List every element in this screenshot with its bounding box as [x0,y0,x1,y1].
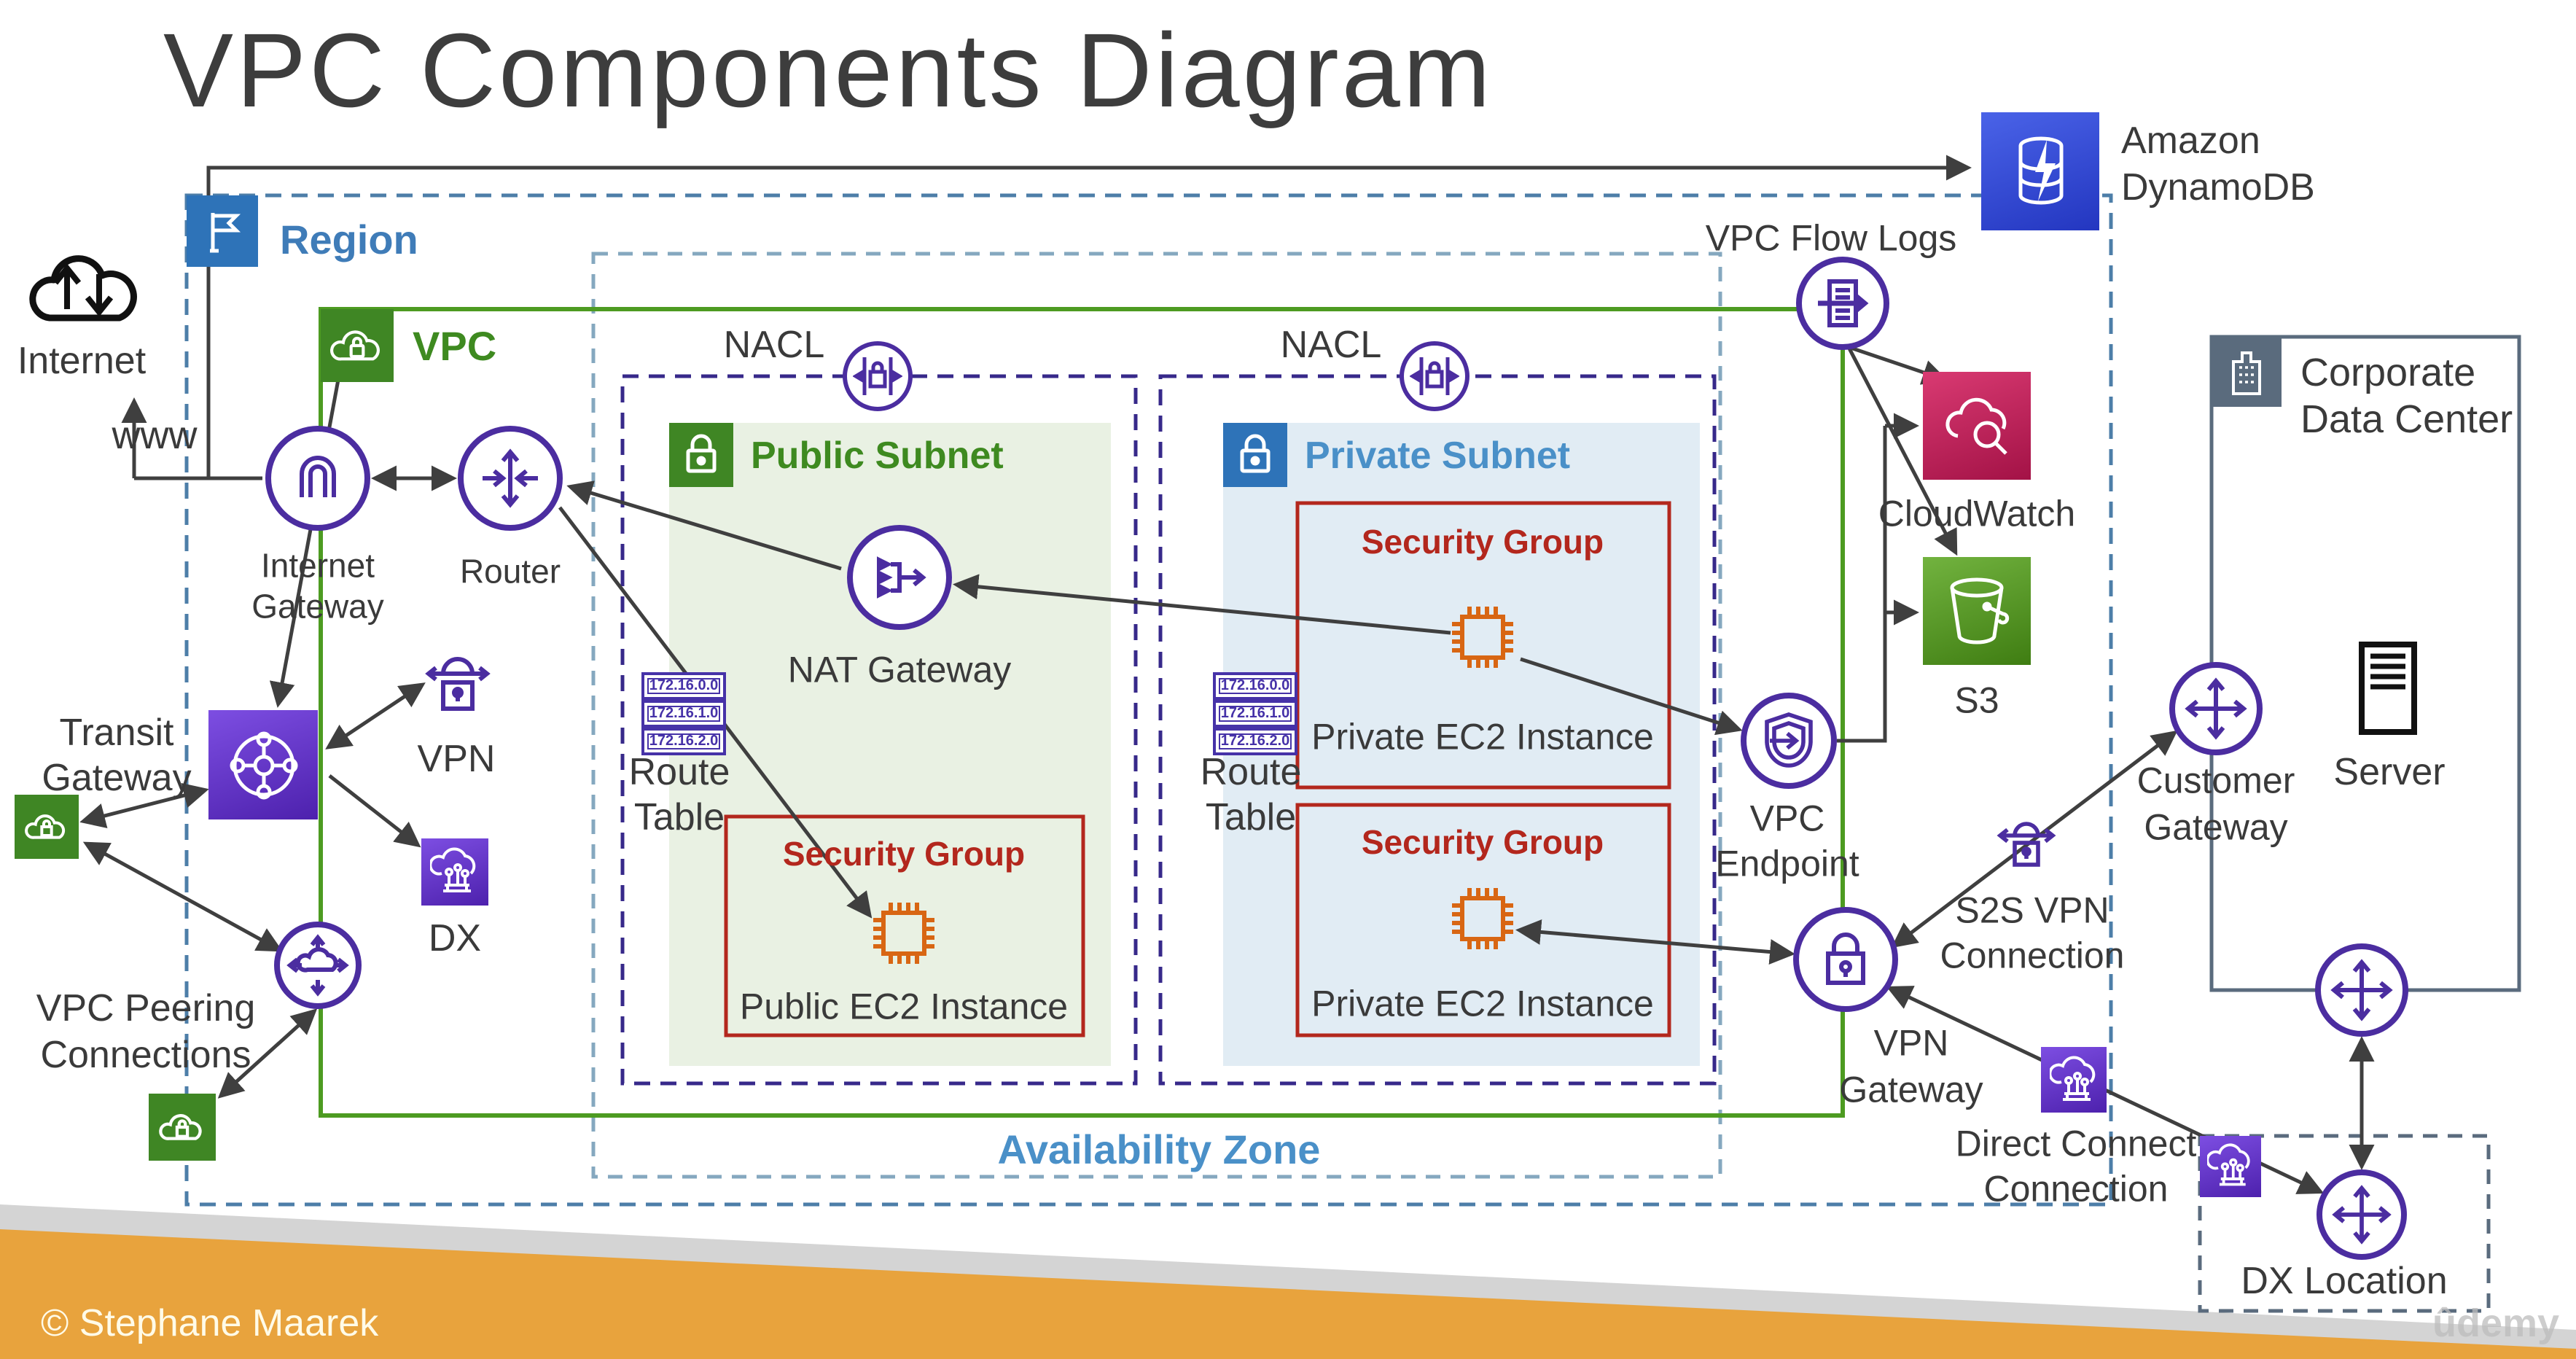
public-subnet-lock-icon [669,423,733,487]
route-table-label-1: Route [1200,749,1302,794]
route-table-label-2: Table [1205,795,1297,839]
vpc-icon [321,309,394,382]
route-table-entry: 172.16.1.0 [641,700,726,728]
router-icon [458,426,563,531]
security-group-label-private1: Security Group [1361,523,1604,561]
direct-connect-icon [2041,1047,2107,1113]
vpc-flow-logs-icon [1796,257,1889,350]
direct-connect-label-1: Direct Connect [1955,1124,2197,1165]
ec2-chip-icon-private1 [1445,599,1521,675]
nacl-icon-private [1400,341,1470,411]
nat-gateway-label: NAT Gateway [787,650,1012,691]
corporate-building-icon [2212,337,2282,407]
region-flag-icon [187,195,258,267]
vpc-endpoint-label-2: Endpoint [1715,844,1859,885]
ec2-chip-icon-public [866,895,942,971]
private-subnet-lock-icon [1223,423,1287,487]
internet-gateway-label-2: Gateway [251,587,384,626]
dx-location-label: DX Location [2241,1258,2448,1303]
customer-gateway-label-1: Customer [2136,760,2295,802]
peering-cloud-icon-2 [149,1094,216,1161]
vpn-gateway-icon [1793,907,1898,1012]
route-table-entry: 172.16.0.0 [1213,672,1297,700]
page-title: VPC Components Diagram [163,13,1494,130]
availability-zone-label: Availability Zone [997,1126,1321,1172]
cloudwatch-label: CloudWatch [1878,494,2076,535]
copyright: © Stephane Maarek [41,1301,379,1345]
orange-band [0,1229,2576,1359]
corporate-label-2: Data Center [2300,397,2513,441]
transit-gateway-icon [208,710,318,819]
transit-gateway-label-2: Gateway [42,755,192,800]
direct-connect-label-2: Connection [1983,1169,2169,1210]
region-box [184,193,2113,1207]
vpn-gateway-label-1: VPN [1873,1023,1949,1064]
peering-cloud-icon-1 [15,795,79,859]
nat-gateway-icon [847,525,952,630]
public-ec2-label: Public EC2 Instance [739,986,1069,1028]
customer-gateway-label-2: Gateway [2144,807,2288,849]
private-ec2-label-2: Private EC2 Instance [1311,984,1654,1025]
nacl-label-private: NACL [1280,322,1382,367]
vpc-box [319,307,1845,1118]
ec2-chip-icon-private2 [1445,881,1521,957]
internet-label: Internet [17,338,147,383]
private-ec2-label-1: Private EC2 Instance [1311,717,1654,758]
route-table-entry: 172.16.0.0 [641,672,726,700]
route-table-entry: 172.16.2.0 [641,728,726,755]
router-label: Router [459,552,561,591]
dx-label: DX [428,916,482,960]
vpc-flow-logs-label: VPC Flow Logs [1705,218,1957,260]
s3-label: S3 [1954,680,1999,722]
nacl-label-public: NACL [723,322,825,367]
route-table-entry: 172.16.2.0 [1213,728,1297,755]
s2s-vpn-icon [1996,818,2057,885]
private-subnet-label: Private Subnet [1305,433,1571,478]
vpc-peering-icon [274,922,362,1009]
internet-cloud-icon [17,233,152,332]
s3-icon [1923,557,2031,665]
public-subnet-label: Public Subnet [751,433,1004,478]
security-group-box-private1 [1295,501,1671,790]
route-table-label-2: Table [633,795,725,839]
internet-gateway-icon [265,426,370,531]
customer-gateway-icon-2 [2315,943,2408,1037]
nacl-icon-public [843,341,913,411]
corporate-label-1: Corporate [2300,350,2476,394]
dynamodb-label-2: DynamoDB [2121,165,2315,209]
s2s-vpn-label-1: S2S VPN [1955,890,2109,932]
dynamodb-label-1: Amazon [2121,118,2260,163]
server-label: Server [2333,749,2446,794]
vpc-peering-label-1: VPC Peering [36,986,256,1030]
transit-gateway-label-1: Transit [59,710,174,755]
vpc-label: VPC [413,323,497,369]
route-table-entry: 172.16.1.0 [1213,700,1297,728]
s2s-vpn-label-2: Connection [1940,935,2125,977]
dx-location-icon [2200,1136,2261,1197]
connection-lines [79,155,2375,1194]
vpn-label: VPN [417,736,496,781]
udemy-watermark: ûdemy [2432,1301,2560,1345]
customer-gateway-icon [2169,662,2263,755]
route-table-label-1: Route [628,749,730,794]
vpn-gateway-label-2: Gateway [1839,1070,1983,1111]
cloudwatch-icon [1923,372,2031,480]
vpc-endpoint-icon [1741,693,1837,789]
security-group-label-public: Security Group [782,835,1026,873]
security-group-box-public [724,814,1085,1037]
dx-icon [421,838,488,906]
www-label: www [112,413,198,457]
security-group-label-private2: Security Group [1361,823,1604,861]
nacl-box-public [620,374,1138,1086]
vpc-endpoint-label-1: VPC [1749,798,1825,840]
dynamodb-icon [1981,112,2099,230]
customer-gateway-icon-3 [2317,1169,2407,1260]
region-label: Region [280,217,418,262]
internet-gateway-label-1: Internet [261,546,375,585]
vpn-icon [424,653,491,726]
vpc-peering-label-2: Connections [40,1032,251,1077]
server-icon [2350,636,2426,741]
